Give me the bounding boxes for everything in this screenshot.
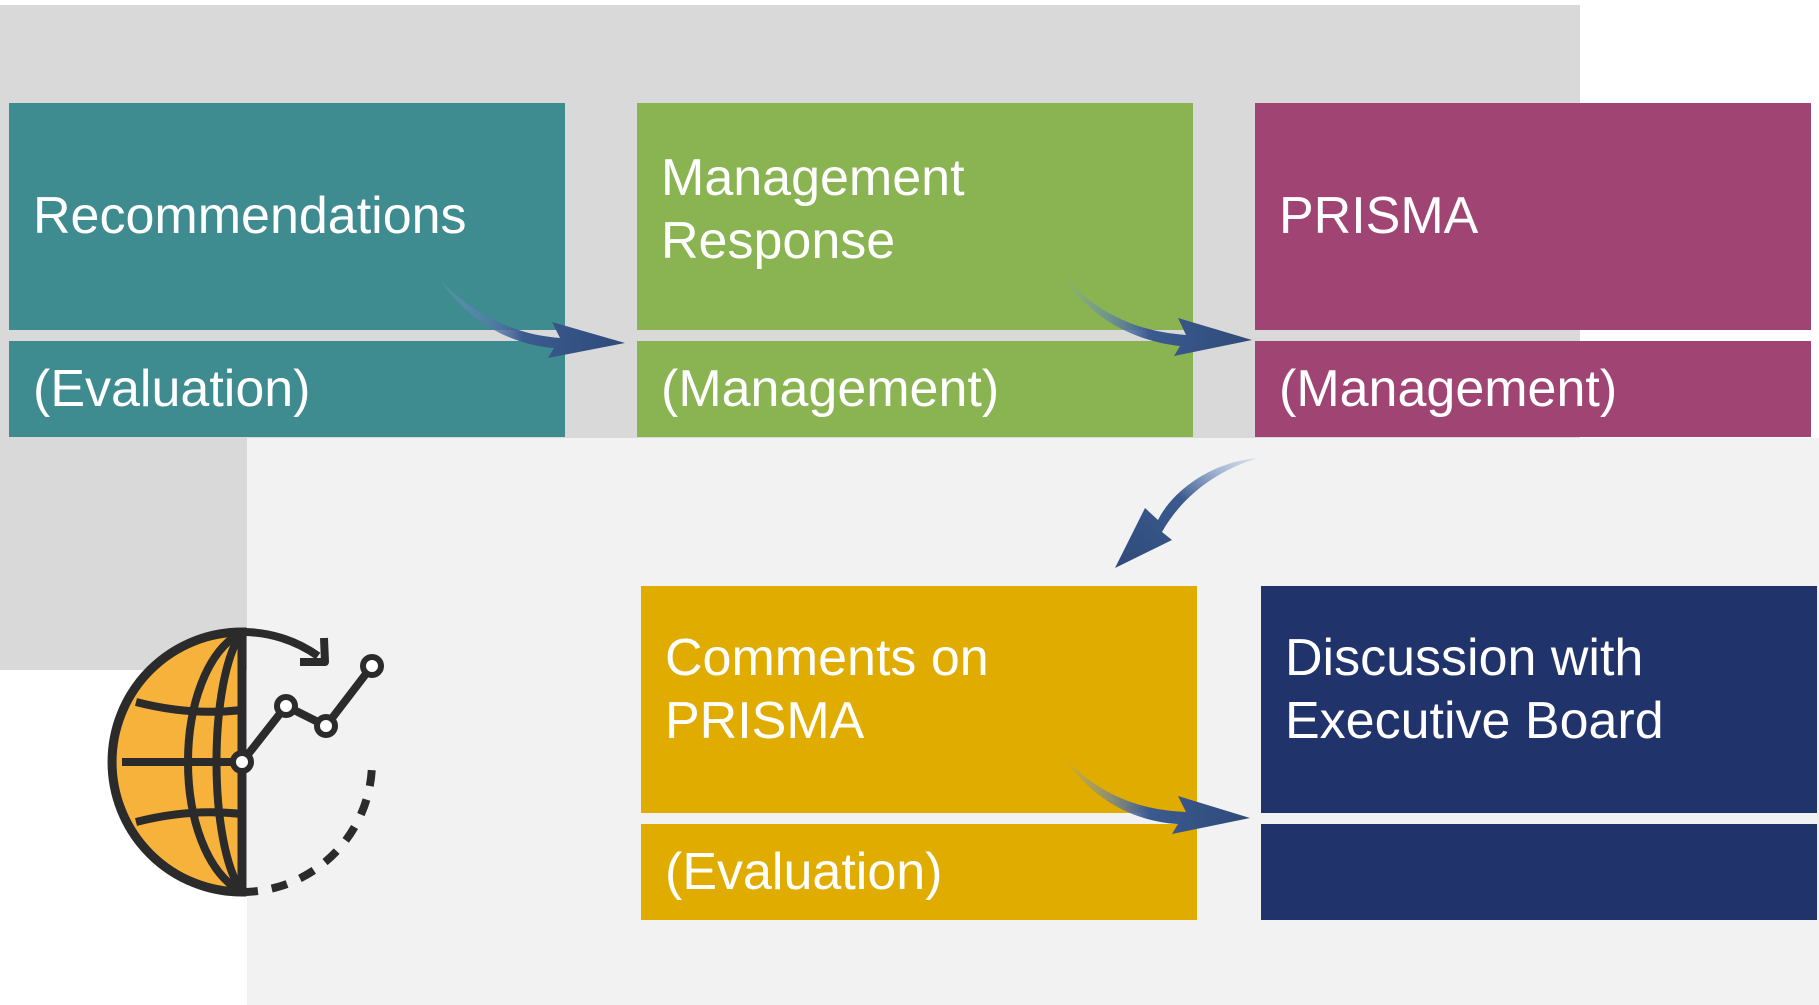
prisma-title: PRISMA — [1279, 187, 1479, 246]
comments-on-prisma-owner-box: (Evaluation) — [641, 824, 1197, 920]
management-response-title-box: Management Response — [637, 103, 1193, 330]
management-response-owner-box: (Management) — [637, 341, 1193, 437]
recommendations-title: Recommendations — [33, 187, 467, 246]
discussion-executive-board-owner-box — [1261, 824, 1817, 920]
comments-on-prisma-title-box: Comments on PRISMA — [641, 586, 1197, 813]
recommendations-owner-box: (Evaluation) — [9, 341, 565, 437]
discussion-executive-board-title: Discussion with Executive Board — [1285, 629, 1664, 750]
prisma-owner: (Management) — [1279, 359, 1618, 418]
management-response-owner: (Management) — [661, 359, 1000, 418]
recommendations-title-box: Recommendations — [9, 103, 565, 330]
prisma-owner-box: (Management) — [1255, 341, 1811, 437]
discussion-executive-board-title-box: Discussion with Executive Board — [1261, 586, 1817, 813]
prisma-title-box: PRISMA — [1255, 103, 1811, 330]
management-response-title: Management Response — [661, 149, 965, 270]
recommendations-owner: (Evaluation) — [33, 359, 311, 418]
comments-on-prisma-owner: (Evaluation) — [665, 842, 943, 901]
globe-growth-chart-icon — [107, 627, 384, 897]
comments-on-prisma-title: Comments on PRISMA — [665, 629, 989, 750]
